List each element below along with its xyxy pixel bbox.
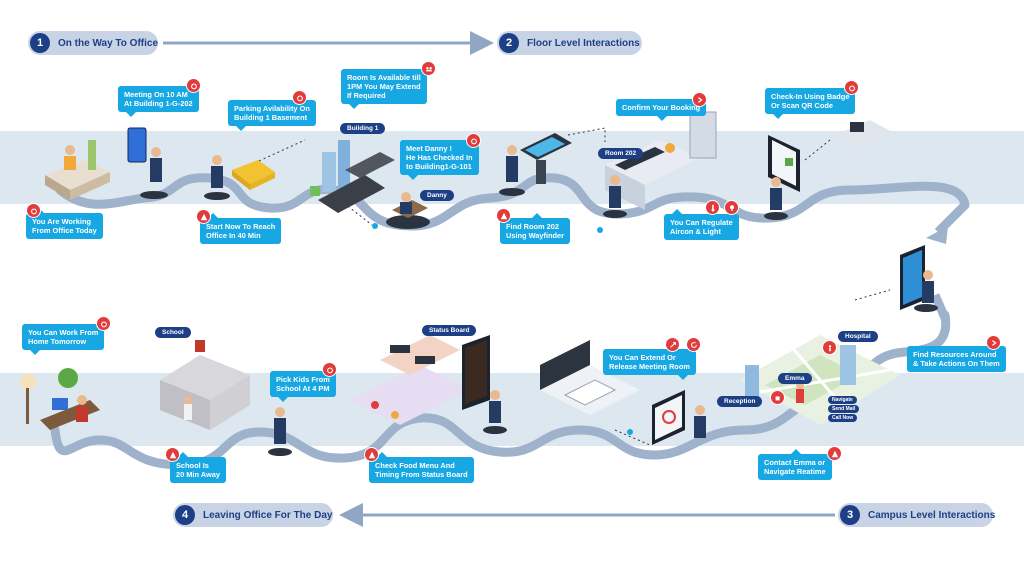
callout-meeting: Meeting On 10 AM At Building 1-G-202: [118, 86, 199, 117]
road-connector-right: [934, 201, 969, 236]
callout-school-away: School Is 20 Min Away: [170, 452, 226, 483]
callout-work-home: You Can Work From Home Tomorrow: [22, 324, 105, 355]
send-mail-button[interactable]: Send Mail: [828, 405, 860, 413]
step-4-label: Leaving Office For The Day: [203, 509, 333, 521]
callout-regulate: You Can Regulate Aircon & Light: [664, 209, 739, 240]
step-2-label: Floor Level Interactions: [527, 37, 640, 49]
callout-confirm-booking: Confirm Your Booking: [616, 99, 707, 121]
phone-person: [127, 127, 168, 199]
thermometer-icon: [705, 200, 720, 215]
callout-start-now: Start Now To Reach Office In 40 Min: [200, 213, 282, 244]
resources-screen-scene: [900, 245, 938, 312]
dotted-link: [567, 127, 606, 142]
alarm-icon: [26, 203, 41, 218]
alarm-icon: [466, 133, 481, 148]
dotted-link: [614, 429, 651, 446]
alarm-icon: [292, 90, 307, 105]
reception-tag: Reception: [717, 396, 763, 407]
callout-find-resources: Find Resources Around & Take Actions On …: [907, 341, 1006, 372]
warning-icon: [196, 209, 211, 224]
school-scene: [160, 340, 292, 456]
coffee-icon: [770, 390, 785, 405]
callout-check-in: Check-In Using Badge Or Scan QR Code: [765, 88, 856, 119]
food-court-scene: [350, 335, 507, 434]
lightbulb-icon: [724, 200, 739, 215]
road-arrow-right: [926, 226, 948, 244]
dotted-link: [804, 139, 831, 161]
extend-icon: [665, 337, 680, 352]
warning-icon: [827, 446, 842, 461]
danny-tag: Danny: [420, 190, 454, 201]
step-1-number: 1: [30, 33, 50, 53]
bedroom-scene: [45, 140, 110, 200]
emma-tag: Emma: [778, 373, 812, 384]
school-tag: School: [155, 327, 191, 338]
callout-contact-emma: Contact Emma or Navigate Reatime: [758, 449, 832, 480]
alarm-icon: [96, 316, 111, 331]
wayfinder-kiosk-scene: [499, 133, 572, 196]
step-3-pill: 3 Campus Level Interactions: [838, 503, 996, 527]
callout-working-from-office: You Are Working From Office Today: [26, 208, 103, 239]
step-3-label: Campus Level Interactions: [868, 509, 996, 521]
warning-icon: [165, 447, 180, 462]
checkin-screen-scene: [764, 120, 892, 220]
step-4-number: 4: [175, 505, 195, 525]
status-board-tag: Status Board: [422, 325, 477, 336]
arrow-right-icon: [986, 335, 1001, 350]
step-1-label: On the Way To Office: [58, 37, 159, 49]
group-icon: [421, 61, 436, 76]
car-scene: [204, 155, 275, 200]
callout-meet-danny: Meet Danny ! He Has Checked In to Buildi…: [400, 140, 479, 180]
navigate-button[interactable]: Navigate: [828, 396, 857, 404]
arrow-right-icon: [692, 92, 707, 107]
release-icon: [686, 337, 701, 352]
hospital-tag: Hospital: [838, 331, 878, 342]
road-down-right: [930, 293, 950, 320]
callout-find-room: Find Room 202 Using Wayfinder: [500, 213, 571, 244]
step-3-number: 3: [840, 505, 860, 525]
building1-tag: Building 1: [340, 123, 386, 134]
alarm-icon: [322, 362, 337, 377]
danny-desk-scene: [386, 192, 430, 229]
step-2-pill: 2 Floor Level Interactions: [497, 31, 642, 55]
alarm-icon: [186, 78, 201, 93]
restroom-icon: [822, 340, 837, 355]
alarm-icon: [844, 80, 859, 95]
campus-map-scene: [740, 335, 900, 425]
step-4-pill: 4 Leaving Office For The Day: [173, 503, 333, 527]
building1-scene: [310, 140, 395, 213]
home-office-scene: [20, 368, 100, 430]
callout-extend-release: You Can Extend Or Release Meeting Room: [603, 349, 696, 380]
warning-icon: [496, 208, 511, 223]
call-now-button[interactable]: Call Now: [828, 414, 858, 422]
callout-parking: Parking Avilability On Building 1 Baseme…: [228, 100, 316, 131]
warning-icon: [364, 447, 379, 462]
callout-pick-kids: Pick Kids From School At 4 PM: [270, 371, 336, 402]
meeting-room-scene: [540, 340, 706, 445]
dotted-link: [854, 289, 891, 301]
callout-food-menu: Check Food Menu And Timing From Status B…: [369, 452, 474, 483]
room202-tag: Room 202: [598, 148, 644, 159]
callout-room-available: Room Is Available till 1PM You May Exten…: [341, 69, 427, 109]
room202-scene: [603, 111, 717, 218]
step-1-pill: 1 On the Way To Office: [28, 31, 158, 55]
step-2-number: 2: [499, 33, 519, 53]
